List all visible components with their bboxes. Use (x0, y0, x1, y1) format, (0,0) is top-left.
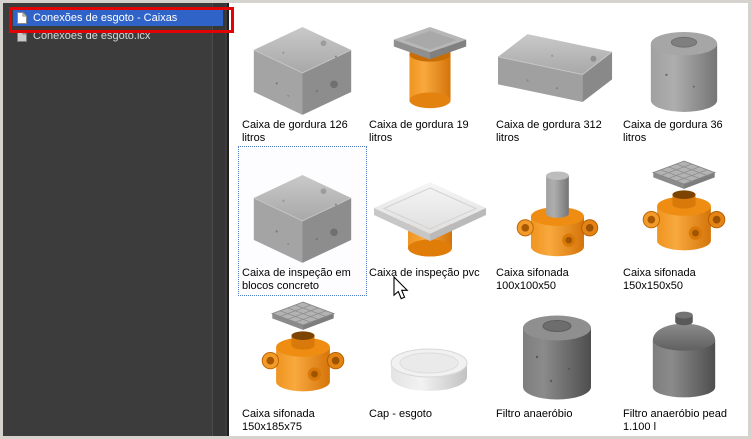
gray-cylinder-icon (649, 31, 718, 113)
item-thumbnail (496, 17, 617, 119)
library-item-caixa-gordura-126[interactable]: Caixa de gordura 126 litros (239, 15, 366, 147)
tree-item-conexoes-esgoto-caixas[interactable]: Conexões de esgoto - Caixas (13, 9, 223, 26)
item-thumbnail (623, 149, 744, 267)
item-thumbnail (242, 17, 363, 119)
item-label: Caixa de inspeção pvc (369, 267, 480, 279)
item-label: Cap - esgoto (369, 408, 432, 420)
item-label: Caixa de gordura 126 litros (242, 119, 348, 144)
tree-item-label: Conexões de esgoto - Caixas (33, 11, 178, 24)
library-tree-panel: Conexões de esgoto - Caixas Conexões de … (3, 3, 229, 436)
item-label: Caixa de gordura 36 litros (623, 119, 723, 144)
item-thumbnail (242, 149, 363, 267)
item-thumbnail (496, 297, 617, 408)
item-label: Caixa sifonada 100x100x50 (496, 267, 569, 292)
library-item-caixa-gordura-19[interactable]: Caixa de gordura 19 litros (366, 15, 493, 147)
item-thumbnail (623, 17, 744, 119)
item-label: Caixa de gordura 19 litros (369, 119, 469, 144)
library-item-cap-esgoto[interactable]: Cap - esgoto (366, 295, 493, 436)
orange-box-grate-icon (261, 301, 344, 392)
library-item-caixa-inspecao-pvc[interactable]: Caixa de inspeção pvc (366, 147, 493, 295)
concrete-box-wide-icon (497, 33, 613, 103)
tree-item-label: Conexões de esgoto.lcx (33, 29, 151, 42)
library-item-filtro-anaerobio-pead[interactable]: Filtro anaeróbio pead 1.100 l (620, 295, 747, 436)
dome-cylinder-icon (652, 311, 715, 398)
panel-splitter[interactable] (212, 3, 225, 436)
library-item-filtro-anaerobio[interactable]: Filtro anaeróbio (493, 295, 620, 436)
item-label: Caixa de inspeção em blocos concreto (242, 267, 351, 292)
component-grid: Caixa de gordura 126 litros Caixa de gor… (238, 15, 748, 436)
library-item-caixa-gordura-312[interactable]: Caixa de gordura 312 litros (493, 15, 620, 147)
concrete-cube-icon (253, 174, 352, 264)
library-item-caixa-inspecao-blocos[interactable]: Caixa de inspeção em blocos concreto (238, 146, 367, 296)
item-thumbnail (369, 17, 490, 119)
item-label: Caixa sifonada 150x185x75 (242, 408, 315, 433)
item-label: Caixa sifonada 150x150x50 (623, 267, 696, 292)
library-item-caixa-sifonada-150-150[interactable]: Caixa sifonada 150x150x50 (620, 147, 747, 295)
item-thumbnail (623, 297, 744, 408)
dark-cylinder-icon (522, 315, 591, 400)
item-label: Caixa de gordura 312 litros (496, 119, 602, 144)
library-item-caixa-sifonada-150-185[interactable]: Caixa sifonada 150x185x75 (239, 295, 366, 436)
library-item-caixa-sifonada-100[interactable]: Caixa sifonada 100x100x50 (493, 147, 620, 295)
tree-item-conexoes-esgoto-lcx[interactable]: Conexões de esgoto.lcx (13, 27, 223, 44)
item-label: Filtro anaeróbio pead 1.100 l (623, 408, 727, 433)
orange-cylinder-with-plate-icon (393, 26, 466, 109)
item-thumbnail (369, 149, 490, 267)
item-thumbnail (496, 149, 617, 267)
orange-box-grate-icon (642, 160, 725, 251)
library-item-caixa-gordura-36[interactable]: Caixa de gordura 36 litros (620, 15, 747, 147)
orange-box-riser-icon (516, 170, 598, 257)
white-cap-icon (390, 348, 468, 392)
library-content-panel: Caixa de gordura 126 litros Caixa de gor… (231, 3, 748, 436)
document-icon (17, 29, 27, 42)
item-label: Filtro anaeróbio (496, 408, 573, 420)
pvc-plate-icon (373, 181, 486, 257)
concrete-cube-icon (253, 26, 352, 116)
item-thumbnail (242, 297, 363, 408)
item-thumbnail (369, 297, 490, 408)
document-icon (17, 11, 27, 24)
